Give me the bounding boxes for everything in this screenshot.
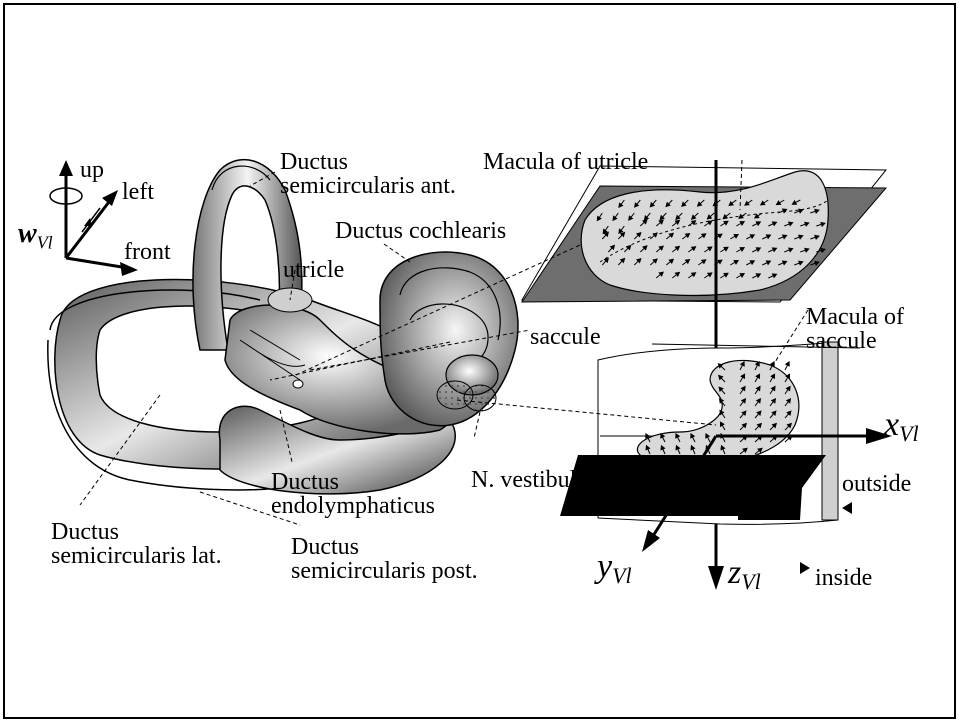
label-ductus-semicircularis-post: Ductus semicircularis post. <box>291 535 478 583</box>
label-ductus-endolymphaticus: Ductus endolymphaticus <box>271 470 435 518</box>
label-n-vestibularis: N. vestibularis <box>471 468 611 492</box>
utricle-plate <box>522 166 886 302</box>
label-macula-of-utricle: Macula of utricle <box>483 150 648 174</box>
label-z-vl: zVl <box>728 556 761 599</box>
label-macula-of-saccule: Macula of saccule <box>806 305 904 353</box>
y-arrow-icon <box>642 530 660 552</box>
z-arrow-icon <box>708 566 724 590</box>
inside-marker-icon <box>800 562 810 574</box>
outside-marker-icon <box>842 502 852 514</box>
label-w-vl: wVl <box>18 222 53 255</box>
label-outside: outside <box>842 472 911 496</box>
saccule-plate <box>560 342 860 524</box>
label-y-vl: yVl <box>597 550 632 593</box>
label-ductus-semicircularis-lat: Ductus semicircularis lat. <box>51 520 222 568</box>
label-utricle: utricle <box>283 258 344 282</box>
label-inside: inside <box>815 566 872 590</box>
cochlea-shape <box>380 252 518 426</box>
label-front: front <box>124 240 171 264</box>
label-left: left <box>122 180 154 204</box>
label-ductus-semicircularis-ant: Ductus semicircularis ant. <box>280 150 456 198</box>
label-up: up <box>80 158 104 182</box>
left-arrow-icon <box>66 198 112 258</box>
label-ductus-cochlearis: Ductus cochlearis <box>335 219 506 243</box>
label-x-vl: xVl <box>884 408 919 451</box>
front-arrow-icon <box>66 258 128 268</box>
label-saccule: saccule <box>530 325 601 349</box>
